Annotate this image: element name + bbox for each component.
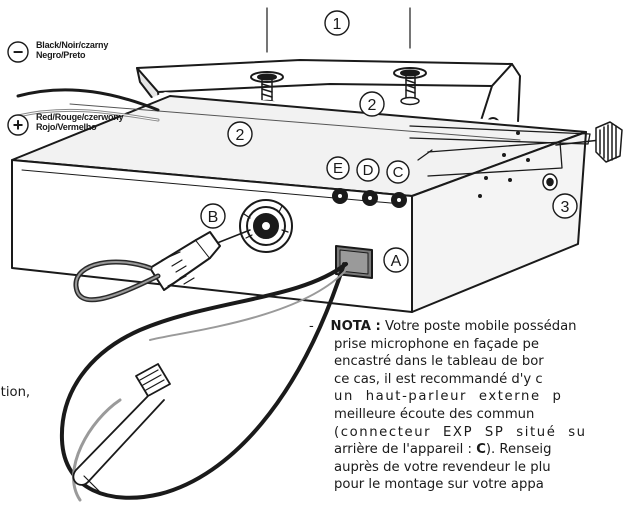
callout-c: C (393, 164, 404, 181)
callout-circle-c (386, 160, 410, 184)
side-screw-holes (478, 131, 530, 198)
power-wires (16, 88, 160, 122)
antenna-socket (206, 199, 293, 253)
note-paragraph: - NOTA : Votre poste mobile possédan pri… (309, 318, 624, 494)
callout-e: E (333, 160, 343, 177)
red-wire-label-line-2: Rojo/Vermelho (36, 122, 97, 132)
callout-circle-2-left (227, 121, 253, 147)
note-line-8-bold: C (476, 442, 486, 458)
callout-2-right: 2 (368, 97, 377, 114)
callout-3: 3 (561, 199, 570, 216)
note-line-5: un haut-parleur externe p (334, 389, 563, 405)
note-label: NOTA : (330, 319, 381, 334)
callout-circle-d (356, 158, 380, 182)
black-wire-label-line-1: Black/Noir/czarny (36, 40, 109, 50)
note-line-1-text: Votre poste mobile possédan (380, 319, 577, 334)
callout-circle-b (200, 203, 226, 229)
note-line-6: meilleure écoute des commun (334, 406, 535, 422)
callout-circle-3 (552, 193, 578, 219)
cropped-text-fragment: ition, (0, 385, 31, 400)
callout-circle-1 (324, 10, 350, 36)
note-line-7: (connecteur EXP SP situé su (334, 424, 587, 440)
note-line-9: auprès de votre revendeur le plu (334, 459, 551, 475)
callout-circle-a (383, 247, 409, 273)
coax-plug (149, 231, 221, 291)
note-line-10: pour le montage sur votre appa (334, 477, 544, 493)
callout-1: 1 (333, 16, 342, 33)
rear-jacks (332, 188, 407, 208)
note-line-1: - NOTA : Votre poste mobile possédan (309, 318, 624, 336)
minus-terminal-circle (7, 41, 29, 63)
plus-symbol: + (13, 115, 24, 135)
callout-a: A (391, 253, 402, 270)
note-line-2: prise microphone en façade pe (334, 336, 539, 352)
callout-b: B (208, 209, 219, 226)
note-line-4: ce cas, il est recommandé d'y c (334, 371, 543, 387)
note-line-8-post: ). Renseig (485, 442, 552, 458)
plus-terminal-circle (7, 114, 29, 136)
mic-plug (72, 363, 171, 493)
red-wire-label: Red/Rouge/czerwony Rojo/Vermelho (36, 112, 124, 132)
callout-d: D (363, 162, 374, 179)
callout-circle-2-right (359, 91, 385, 117)
mic-cord (59, 262, 348, 502)
minus-symbol: − (13, 42, 24, 62)
screw-guide-lines (266, 7, 411, 53)
callout-circle-e (326, 156, 350, 180)
black-wire-label-line-2: Negro/Preto (36, 50, 86, 60)
note-dash: - (309, 319, 314, 334)
note-line-3: encastré dans le tableau de bor (334, 354, 544, 370)
red-wire-label-line-1: Red/Rouge/czerwony (36, 112, 124, 122)
side-rails (409, 125, 591, 177)
black-wire-label: Black/Noir/czarny Negro/Preto (36, 40, 108, 60)
coax-cable (73, 259, 161, 303)
knob-screw (542, 121, 623, 191)
callout-2-left: 2 (236, 127, 245, 144)
note-line-8: arrière de l'appareil : C). Renseig (309, 441, 624, 459)
note-line-8-pre: arrière de l'appareil : (334, 442, 477, 458)
